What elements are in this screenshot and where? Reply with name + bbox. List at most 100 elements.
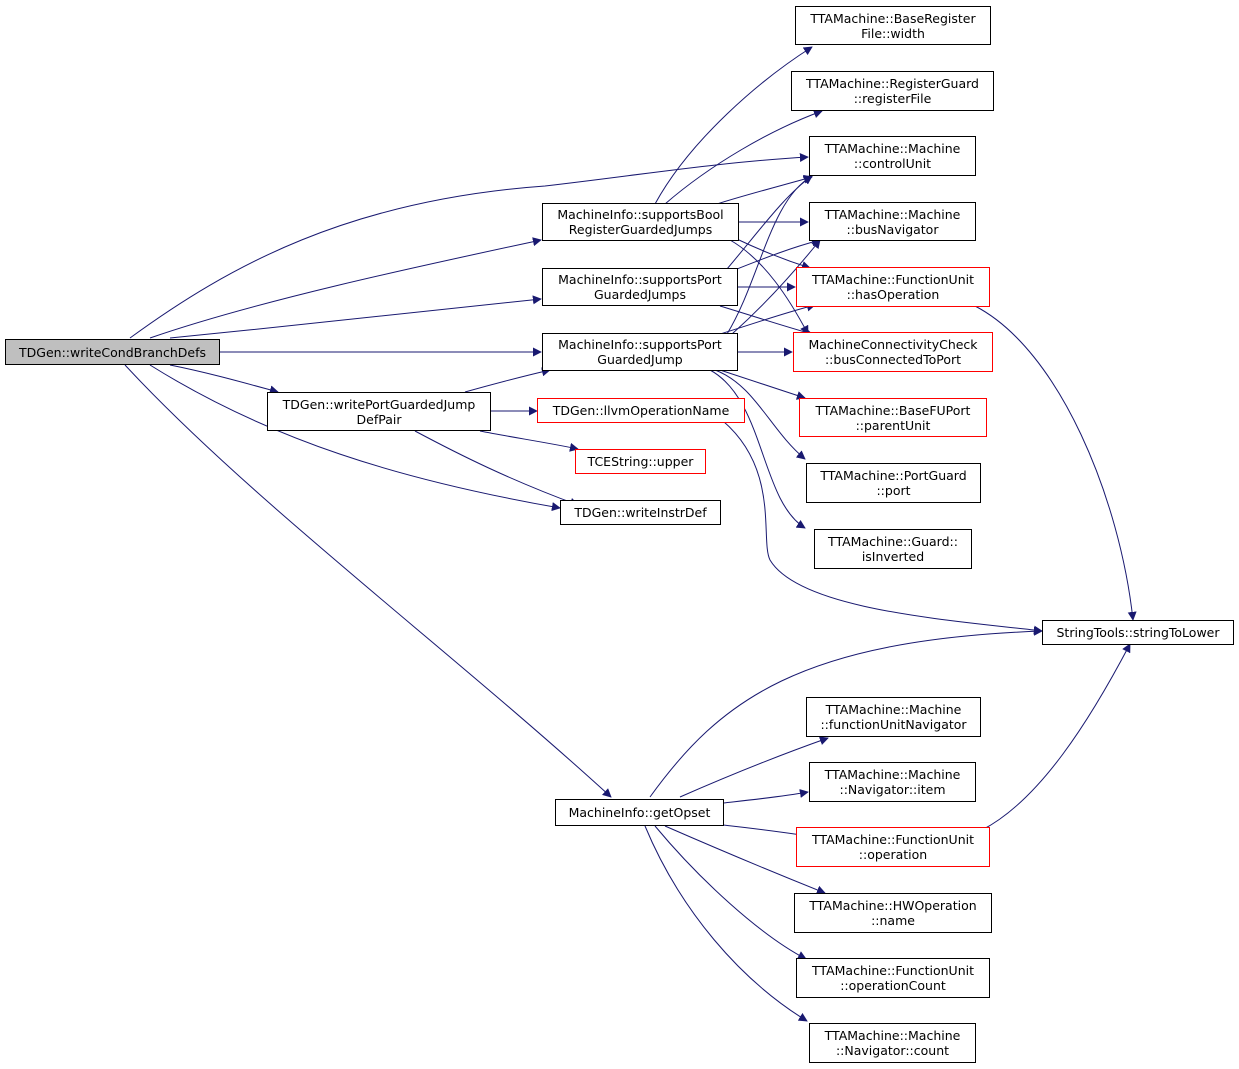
node-label-line-1: MachineInfo::supportsBool <box>557 207 724 222</box>
node-label-line-2: ::hasOperation <box>846 287 940 302</box>
node-label-line-1: TTAMachine::FunctionUnit <box>812 272 974 287</box>
node-Machine-busNavigator[interactable]: TTAMachine::Machine ::busNavigator <box>809 202 976 241</box>
node-label-line-2: ::Navigator::count <box>835 1043 950 1058</box>
node-label-line-1: TTAMachine::FunctionUnit <box>812 963 974 978</box>
node-Guard-isInverted[interactable]: TTAMachine::Guard:: isInverted <box>814 529 972 569</box>
node-label-line-2: ::controlUnit <box>853 156 932 171</box>
node-label-line-2: ::registerFile <box>853 91 932 106</box>
edge-root-getopset <box>124 364 612 798</box>
node-label-line-1: TCEString::upper <box>587 454 694 469</box>
edge-getopset-navitem <box>722 788 809 804</box>
node-BaseRegisterFile-width[interactable]: TTAMachine::BaseRegister File::width <box>795 6 991 45</box>
node-label-line-1: TTAMachine::RegisterGuard <box>806 76 979 91</box>
node-TCEString-upper[interactable]: TCEString::upper <box>575 449 706 474</box>
node-getOpset[interactable]: MachineInfo::getOpset <box>555 799 724 826</box>
node-label-line-2: GuardedJumps <box>594 287 686 302</box>
node-Machine-controlUnit[interactable]: TTAMachine::Machine ::controlUnit <box>809 136 976 176</box>
edge-spgj-busnav <box>736 237 821 270</box>
edge-root-writeinstr <box>149 364 561 512</box>
node-FunctionUnit-operation[interactable]: TTAMachine::FunctionUnit ::operation <box>796 827 990 867</box>
node-label-line-1: TTAMachine::HWOperation <box>809 898 977 913</box>
node-label-line-1: TTAMachine::BaseFUPort <box>815 402 971 418</box>
node-label-line-1: TTAMachine::PortGuard <box>820 468 967 483</box>
edge-getopset-hwopname <box>664 825 826 895</box>
edge-root-sbrgj <box>149 237 542 339</box>
node-label-line-2: ::operationCount <box>840 978 946 993</box>
node-supportsBoolRegisterGuardedJumps[interactable]: MachineInfo::supportsBool RegisterGuarde… <box>542 203 739 241</box>
node-label-line-1: TTAMachine::Machine <box>824 141 961 156</box>
node-label-line-1: TTAMachine::BaseRegister <box>810 10 976 26</box>
node-FunctionUnit-hasOperation[interactable]: TTAMachine::FunctionUnit ::hasOperation <box>796 267 990 307</box>
node-MachineConnectivityCheck-busConnectedToPort[interactable]: MachineConnectivityCheck ::busConnectedT… <box>793 332 993 372</box>
node-label-line-2: File::width <box>861 25 925 41</box>
node-label-line-2: ::functionUnitNavigator <box>820 717 967 732</box>
node-label-line-1: TDGen::llvmOperationName <box>552 403 730 418</box>
edge-spgjump-parentunit <box>719 369 806 400</box>
node-Machine-Navigator-count[interactable]: TTAMachine::Machine ::Navigator::count <box>809 1023 976 1063</box>
node-label-line-1: TTAMachine::Guard:: <box>828 534 958 549</box>
edge-spgjump-controlunit <box>726 175 813 335</box>
node-label-line-1: TTAMachine::Machine <box>824 206 961 222</box>
edge-spgjump-isinverted <box>709 369 806 529</box>
edge-root-spgj <box>169 295 542 339</box>
edge-sbrgj-hasop <box>738 239 811 270</box>
node-BaseFUPort-parentUnit[interactable]: TTAMachine::BaseFUPort ::parentUnit <box>799 398 987 437</box>
edge-sbrgj-controlunit <box>716 174 813 205</box>
node-label-line-1: TTAMachine::FunctionUnit <box>812 832 974 847</box>
edge-root-controlunit <box>129 152 809 339</box>
edge-root-wpgjdp <box>169 364 279 395</box>
node-label-line-2: ::busNavigator <box>846 221 939 237</box>
node-label-line-2: ::Navigator::item <box>839 782 946 797</box>
edge-getopset-opcount <box>654 825 807 960</box>
node-label-line-2: ::busConnectedToPort <box>824 352 962 367</box>
edge-getopset-tolower <box>649 626 1043 798</box>
node-label-line-2: DefPair <box>356 411 402 427</box>
node-label-line-2: ::operation <box>858 847 928 862</box>
node-root: TDGen::writeCondBranchDefs <box>5 339 220 365</box>
edge-getopset-funav <box>679 736 829 798</box>
node-StringTools-stringToLower[interactable]: StringTools::stringToLower <box>1042 620 1234 645</box>
edge-fuop-tolower <box>981 643 1131 831</box>
edge-sbrgj-busconn <box>729 239 809 335</box>
node-label-line-1: MachineInfo::supportsPort <box>558 272 722 287</box>
node-writeInstrDef[interactable]: TDGen::writeInstrDef <box>560 500 721 525</box>
node-label-line-1: TTAMachine::Machine <box>824 767 961 782</box>
edge-llvmop-tolower <box>722 420 1043 635</box>
edge-sbrgj-brfwidth <box>654 46 813 205</box>
node-PortGuard-port[interactable]: TTAMachine::PortGuard ::port <box>806 463 981 503</box>
edge-wpgjdp-upper <box>479 430 579 452</box>
node-label-line-2: RegisterGuardedJumps <box>568 222 713 237</box>
edge-spgjump-hasop <box>719 302 816 335</box>
node-label-line-1: MachineInfo::supportsPort <box>558 337 722 352</box>
edge-getopset-navcount <box>644 825 808 1022</box>
node-label-line-1: TDGen::writePortGuardedJump <box>282 396 476 412</box>
node-supportsPortGuardedJumps[interactable]: MachineInfo::supportsPort GuardedJumps <box>542 268 738 306</box>
edge-wpgjdp-spgjump <box>464 367 551 393</box>
edge-wpgjdp-writeinstr <box>414 430 579 507</box>
node-supportsPortGuardedJump[interactable]: MachineInfo::supportsPort GuardedJump <box>542 333 738 371</box>
node-label-line-2: GuardedJump <box>597 352 683 367</box>
node-writePortGuardedJumpDefPair[interactable]: TDGen::writePortGuardedJump DefPair <box>267 392 491 431</box>
node-label-line-1: MachineInfo::getOpset <box>568 805 711 820</box>
node-Machine-functionUnitNavigator[interactable]: TTAMachine::Machine ::functionUnitNaviga… <box>806 697 981 737</box>
edge-spgjump-busnav <box>731 239 821 335</box>
node-root-line-1: TDGen::writeCondBranchDefs <box>19 344 206 360</box>
edge-spgjump-pgport <box>714 369 806 460</box>
node-Machine-Navigator-item[interactable]: TTAMachine::Machine ::Navigator::item <box>809 762 976 802</box>
node-label-line-1: MachineConnectivityCheck <box>808 337 978 352</box>
node-label-line-1: StringTools::stringToLower <box>1056 625 1220 640</box>
node-label-line-1: TTAMachine::Machine <box>824 1028 961 1043</box>
node-label-line-2: isInverted <box>861 549 925 564</box>
node-HWOperation-name[interactable]: TTAMachine::HWOperation ::name <box>794 893 992 933</box>
node-RegisterGuard-registerFile[interactable]: TTAMachine::RegisterGuard ::registerFile <box>791 71 994 111</box>
node-label-line-1: TTAMachine::Machine <box>825 702 962 717</box>
edge-hasop-tolower <box>974 305 1137 621</box>
edge-sbrgj-rgregfile <box>664 109 823 205</box>
node-label-line-2: ::port <box>876 483 911 498</box>
node-label-line-2: ::name <box>871 913 915 928</box>
node-llvmOperationName[interactable]: TDGen::llvmOperationName <box>537 398 745 423</box>
node-label-line-1: TDGen::writeInstrDef <box>574 505 707 520</box>
node-FunctionUnit-operationCount[interactable]: TTAMachine::FunctionUnit ::operationCoun… <box>796 958 990 998</box>
node-label-line-2: ::parentUnit <box>855 417 931 433</box>
